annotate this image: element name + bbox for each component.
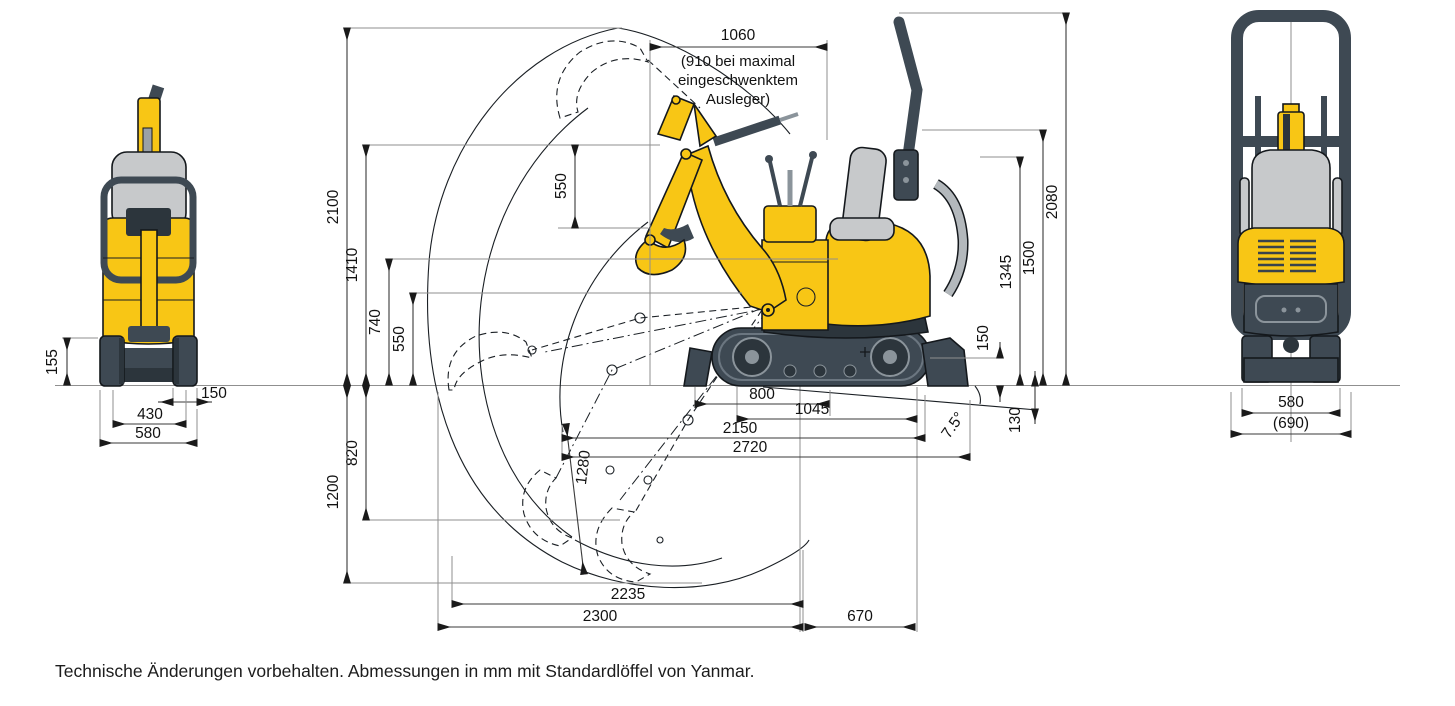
dim-overall-height: 2080 xyxy=(899,12,1070,386)
dim-front-track-gauge: 430 xyxy=(112,390,187,428)
dim-label-1200: 1200 xyxy=(325,474,342,509)
center-mark xyxy=(860,347,870,357)
rear-engine-cover xyxy=(1237,227,1345,287)
dim-rops-height: 1500 xyxy=(922,129,1047,386)
dim-label-2080: 2080 xyxy=(1044,184,1061,219)
dim-track-length: 1045 xyxy=(736,401,918,423)
dashed-bucket-reach xyxy=(447,331,533,391)
front-boom-lower xyxy=(140,229,158,331)
rear-handrail-left xyxy=(1239,177,1250,237)
dim-label-2235: 2235 xyxy=(611,586,645,603)
control-lever-right xyxy=(798,157,814,207)
dim-blade-drop: 130 xyxy=(1007,371,1039,433)
rear-excavator xyxy=(1231,10,1351,383)
dim-ground-clearance: 150 xyxy=(930,325,1004,402)
working-envelope xyxy=(427,27,810,589)
front-excavator xyxy=(99,84,198,387)
dim-note-line1: (910 bei maximal xyxy=(681,53,795,70)
dim-max-height: 2100 xyxy=(325,27,622,386)
dim-rear-rops-width: (690) xyxy=(1230,392,1352,438)
dim-label-2300: 2300 xyxy=(583,608,618,625)
dim-mid-550: 550 xyxy=(553,144,648,229)
dim-note-line3: Ausleger) xyxy=(706,91,770,108)
dim-label-1280: 1280 xyxy=(573,449,594,486)
dim-label-1410: 1410 xyxy=(344,247,361,282)
dim-boom-swing-width: 1060 (910 bei maximal eingeschwenktem Au… xyxy=(649,27,828,386)
dim-max-reach-2300: 2300 xyxy=(437,608,804,631)
rear-vent-slots xyxy=(1258,239,1316,273)
dim-front-track-height: 155 xyxy=(44,337,98,386)
footer-note: Technische Änderungen vorbehalten. Abmes… xyxy=(55,661,754,681)
front-bucket xyxy=(128,326,170,342)
dim-note-line2: eingeschwenktem xyxy=(678,72,798,89)
rear-seat-back xyxy=(1251,149,1331,233)
boom xyxy=(683,144,787,313)
dashed-bucket-wall xyxy=(522,469,574,547)
dozer-blade xyxy=(921,337,969,387)
dim-length-800: 800 xyxy=(694,386,830,408)
dim-label-150-side: 150 xyxy=(975,325,992,351)
dim-tail-length-670: 670 xyxy=(804,608,916,631)
dim-reach-2235: 2235 xyxy=(451,586,804,608)
below-ground-extension-lines xyxy=(437,387,971,632)
dim-label-2100: 2100 xyxy=(325,189,342,224)
dim-label-1060: 1060 xyxy=(721,27,756,44)
dim-rear-overall-width: 580 xyxy=(1241,388,1341,417)
dim-label-2720: 2720 xyxy=(733,439,768,456)
control-console xyxy=(763,205,817,243)
rops-bracket xyxy=(893,149,919,201)
dashed-arm-positions xyxy=(447,40,769,583)
dim-height-550: 550 xyxy=(391,292,742,386)
dim-height-1345: 1345 xyxy=(980,156,1024,386)
side-view: 7.5° 130 2100 1410 740 550 xyxy=(325,12,1070,632)
dashed-bucket-depth xyxy=(595,507,652,583)
dim-label-130: 130 xyxy=(1007,407,1024,433)
dashed-bucket-top xyxy=(556,40,650,119)
rear-handrail-right xyxy=(1332,177,1343,237)
dim-height-1410: 1410 xyxy=(344,144,660,386)
dim-label-150-front: 150 xyxy=(201,385,227,402)
dim-label-740: 740 xyxy=(367,309,384,335)
dim-front-overall-width: 580 xyxy=(99,390,198,447)
arm-cylinder xyxy=(712,115,782,147)
rear-boom-top xyxy=(1277,111,1305,153)
dim-label-7-5-deg: 7.5° xyxy=(938,409,968,441)
dim-length-2150: 2150 xyxy=(561,420,926,442)
dim-label-430: 430 xyxy=(137,406,163,423)
dim-label-690-rear: (690) xyxy=(1273,415,1309,432)
rear-lower-body xyxy=(1243,283,1339,337)
dim-label-550: 550 xyxy=(391,326,408,352)
dim-label-800: 800 xyxy=(749,386,775,403)
rear-blade xyxy=(1243,357,1339,383)
dim-label-155: 155 xyxy=(44,349,61,375)
dim-vertical-depth-1280: 1280 xyxy=(561,422,594,576)
dim-label-550-mid: 550 xyxy=(553,173,570,199)
dim-front-track-width: 150 xyxy=(158,385,227,406)
front-blade xyxy=(124,368,173,382)
exhaust-pipe xyxy=(933,180,968,297)
control-lever-left xyxy=(768,161,782,207)
rear-hitch xyxy=(683,347,713,387)
dim-label-1045: 1045 xyxy=(795,401,829,418)
dim-label-580-front: 580 xyxy=(135,425,161,442)
seat-cushion xyxy=(829,217,895,241)
dim-label-1500: 1500 xyxy=(1021,240,1038,275)
dim-label-1345: 1345 xyxy=(998,255,1015,289)
dim-reach-2720: 2720 xyxy=(561,439,971,461)
dim-height-740: 740 xyxy=(367,258,838,386)
dim-label-2150: 2150 xyxy=(723,420,758,437)
dim-max-digging-depth: 1200 xyxy=(325,385,702,584)
rear-view: 580 (690) xyxy=(1230,10,1352,442)
dim-label-670: 670 xyxy=(847,608,873,625)
front-panel xyxy=(126,208,171,236)
dim-label-580-rear: 580 xyxy=(1278,394,1304,411)
front-view: 155 150 430 580 xyxy=(44,84,227,447)
